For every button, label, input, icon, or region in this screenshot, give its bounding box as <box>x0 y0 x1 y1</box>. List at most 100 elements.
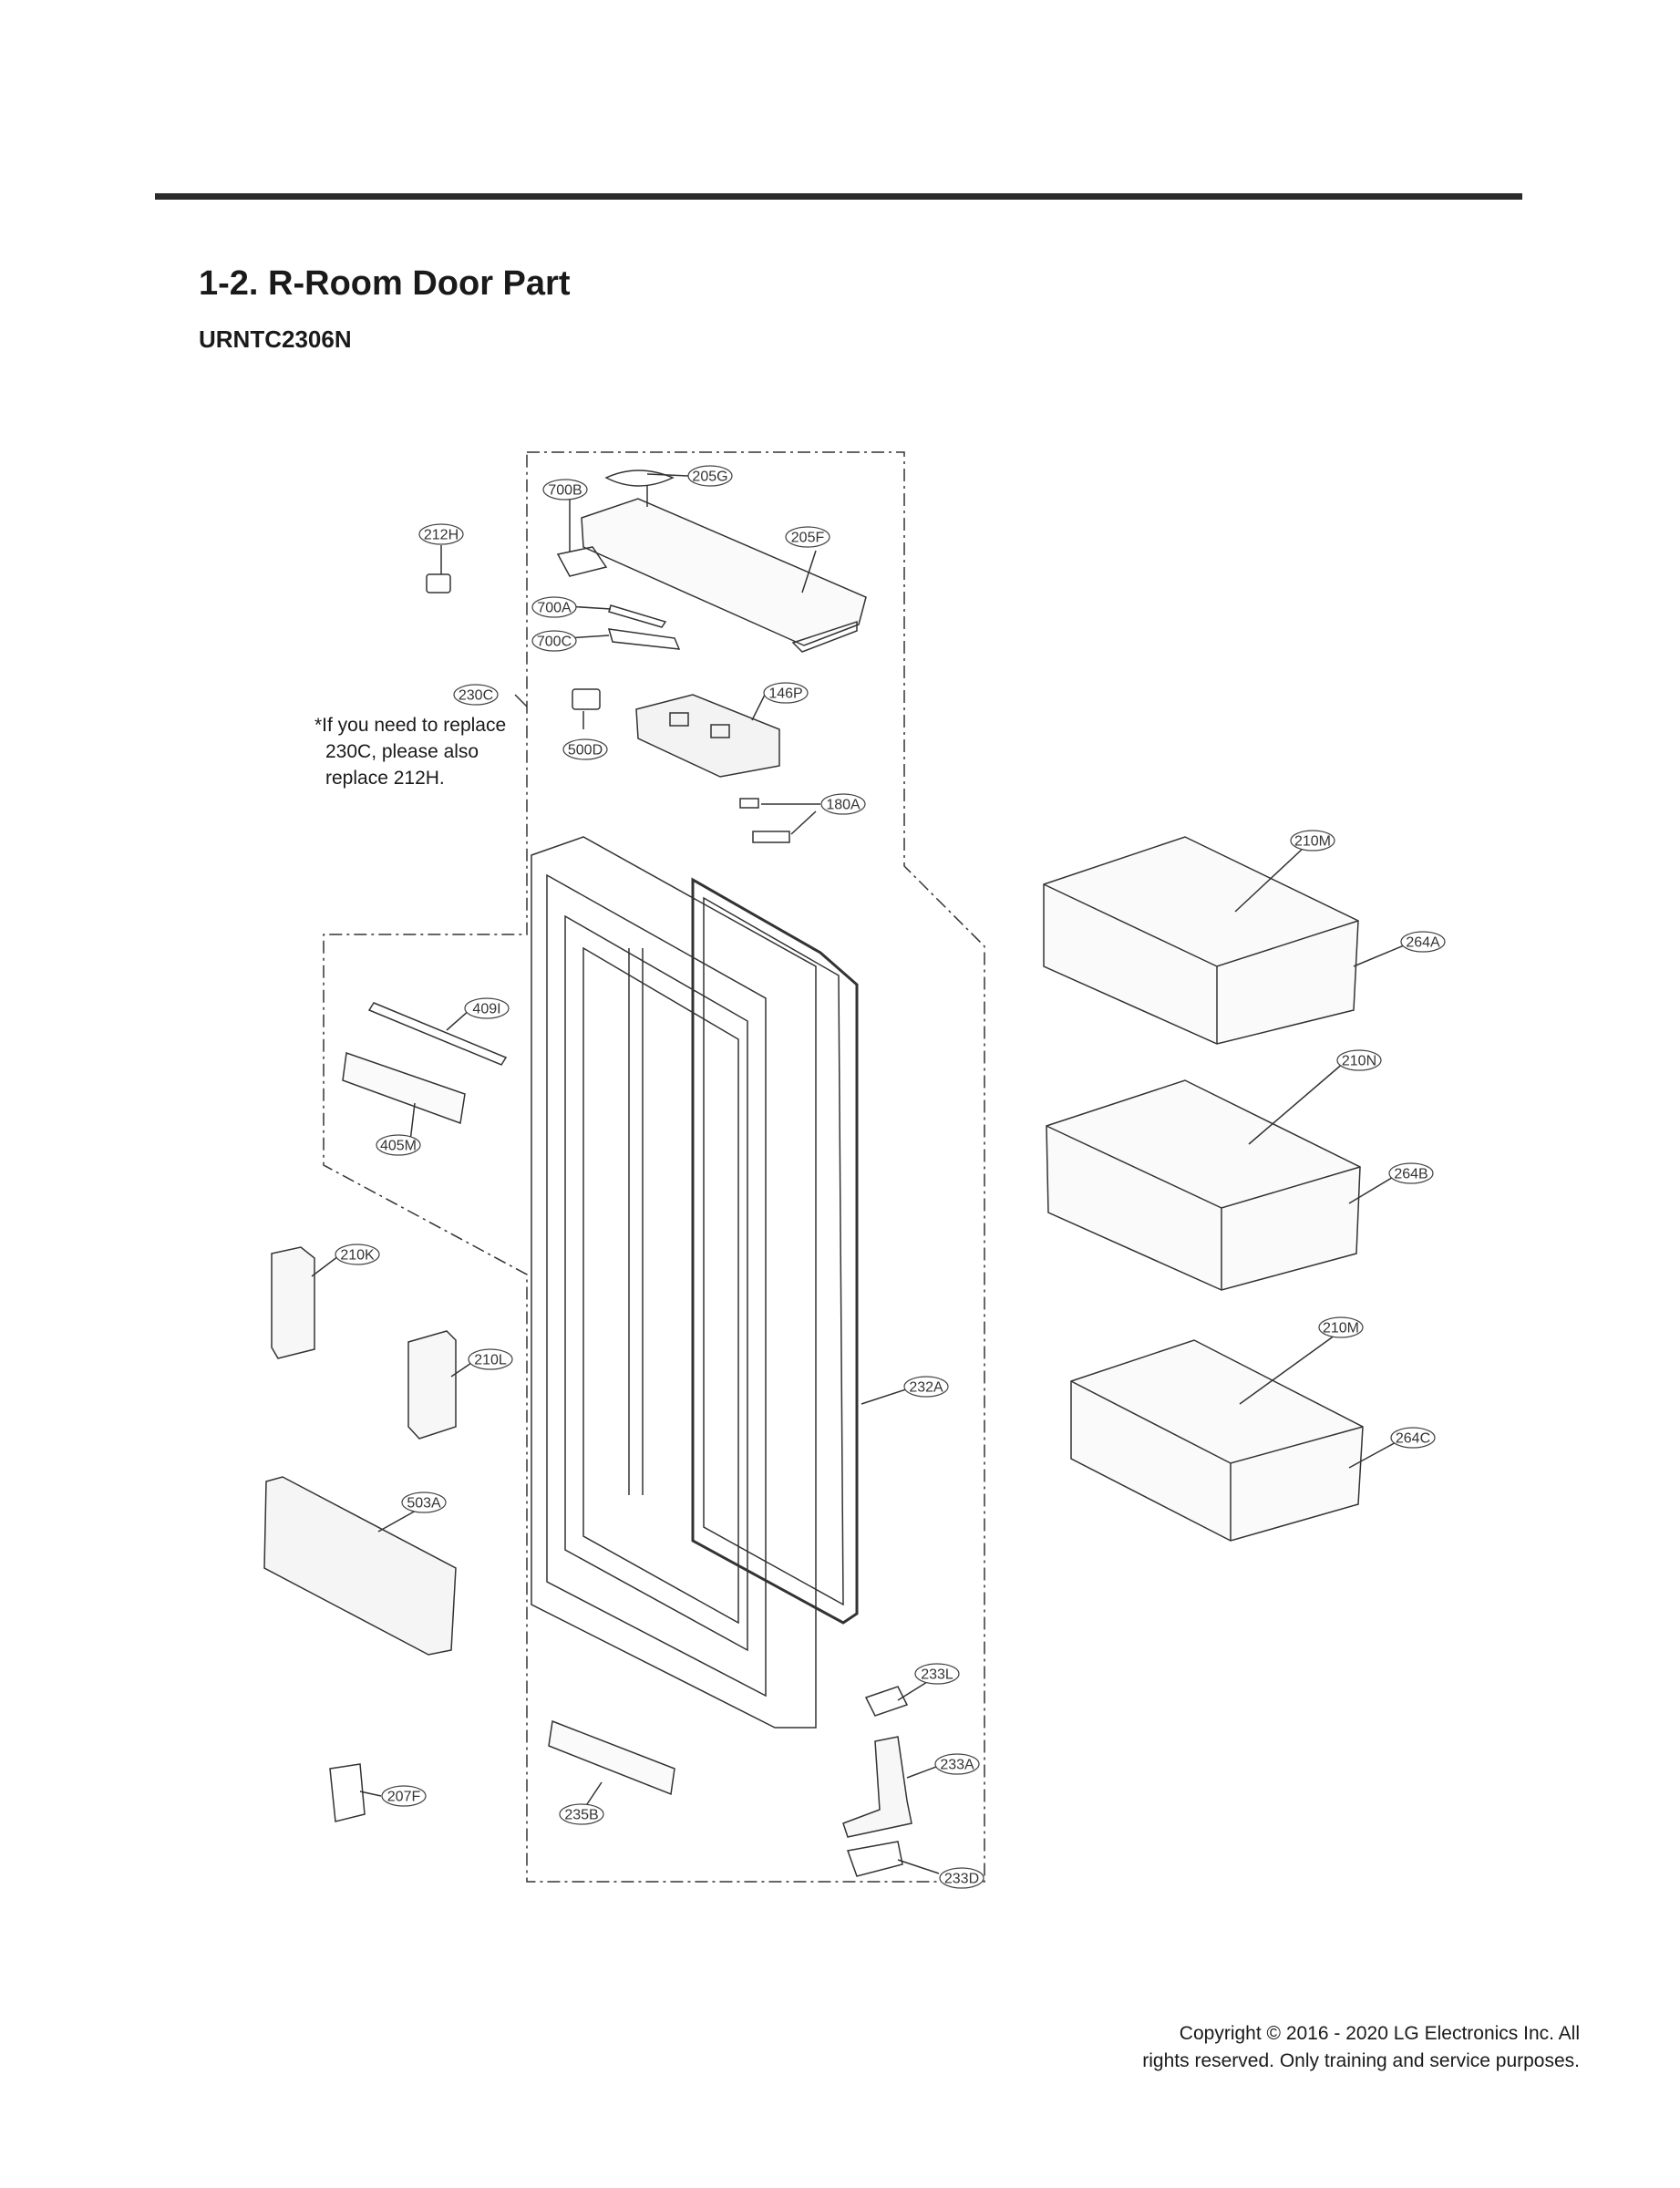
callout-label: 405M <box>380 1139 417 1154</box>
pad-part <box>739 798 759 809</box>
callout-label: 700C <box>537 635 572 650</box>
copyright-line-1: Copyright © 2016 - 2020 LG Electronics I… <box>1179 2023 1580 2044</box>
callout-700a: 700A <box>531 596 577 618</box>
small-cover-part <box>426 573 451 593</box>
callout-label: 264C <box>1396 1431 1430 1447</box>
callout-bubble <box>531 630 577 652</box>
callout-label: 180A <box>826 798 861 813</box>
callout-label: 233L <box>921 1667 953 1683</box>
callout-label: 233A <box>940 1758 974 1773</box>
bracket-c-part <box>607 628 681 650</box>
bracket-f-part <box>329 1763 366 1822</box>
callout-label: 210K <box>340 1248 375 1264</box>
bin-part <box>1070 1339 1364 1542</box>
header-rule <box>155 193 1522 200</box>
callout-700c: 700C <box>531 630 577 652</box>
callout-bubble <box>401 1491 447 1513</box>
callout-500d: 500D <box>562 738 608 760</box>
callout-700b: 700B <box>542 479 588 501</box>
callout-bubble <box>914 1663 960 1685</box>
callout-210k: 210K <box>335 1244 380 1265</box>
door-frame <box>531 836 817 1729</box>
callout-label: 210M <box>1323 1321 1359 1337</box>
pad-part <box>752 831 790 843</box>
callout-210m: 210M <box>1318 1316 1364 1338</box>
callout-bubble <box>687 465 733 487</box>
callout-bubble <box>1390 1427 1436 1449</box>
callout-232a: 232A <box>903 1376 949 1398</box>
callout-264a: 264A <box>1400 931 1446 953</box>
callout-bubble <box>468 1348 513 1370</box>
model-number: URNTC2306N <box>199 325 352 353</box>
hinge-a-part <box>842 1736 912 1838</box>
callout-233l: 233L <box>914 1663 960 1685</box>
replacement-note: *If you need to replace 230C, please als… <box>314 712 524 791</box>
callout-label: 409I <box>472 1002 500 1017</box>
callout-bubble <box>376 1134 421 1156</box>
callout-bubble <box>531 596 577 618</box>
callout-label: 212H <box>424 528 459 543</box>
callout-bubble <box>939 1867 984 1889</box>
copyright-line-2: rights reserved. Only training and servi… <box>1142 2050 1580 2071</box>
callout-bubble <box>562 738 608 760</box>
label-part <box>572 688 601 710</box>
callout-label: 210L <box>474 1353 507 1368</box>
callout-label: 146P <box>768 686 802 702</box>
bin-part <box>1043 836 1359 1045</box>
callout-230c: 230C <box>453 684 499 706</box>
callout-503a: 503A <box>401 1491 447 1513</box>
door-gasket <box>691 877 859 1625</box>
assembly-boundary <box>323 451 985 1883</box>
callout-bubble <box>559 1803 604 1825</box>
trim-b-part <box>548 1719 675 1796</box>
callout-233a: 233A <box>934 1753 980 1775</box>
bracket-part <box>556 546 608 577</box>
callout-label: 500D <box>568 743 603 759</box>
note-line: replace 212H. <box>325 768 445 789</box>
callout-210m: 210M <box>1290 830 1335 851</box>
callout-bubble <box>934 1753 980 1775</box>
callout-205g: 205G <box>687 465 733 487</box>
callout-bubble <box>903 1376 949 1398</box>
callout-layer: 205G 700B 212H 205F 700A 700C 230C 146P 500D 180A… <box>335 465 1446 1889</box>
callout-bubble <box>418 523 464 545</box>
callout-bubble <box>1400 931 1446 953</box>
strip-part <box>608 604 667 628</box>
callout-label: 205F <box>791 531 825 546</box>
callout-label: 700B <box>548 483 582 499</box>
callout-bubble <box>542 479 588 501</box>
callout-210l: 210L <box>468 1348 513 1370</box>
callout-label: 503A <box>407 1496 441 1512</box>
callout-bubble <box>1290 830 1335 851</box>
page-title: 1-2. R-Room Door Part <box>199 264 571 303</box>
rail-part <box>367 1002 508 1066</box>
callout-label: 700A <box>537 601 572 616</box>
callout-bubble <box>820 793 866 815</box>
stopper-part <box>864 1686 909 1717</box>
callout-label: 264B <box>1394 1167 1427 1182</box>
callout-bubble <box>1336 1049 1382 1071</box>
callout-207f: 207F <box>381 1785 427 1807</box>
callout-264b: 264B <box>1388 1162 1434 1184</box>
callout-label: 210M <box>1294 834 1331 850</box>
note-line: *If you need to replace <box>314 715 507 736</box>
callout-label: 230C <box>459 688 493 704</box>
callout-bubble <box>381 1785 427 1807</box>
note-line: 230C, please also <box>325 741 479 762</box>
callout-264c: 264C <box>1390 1427 1436 1449</box>
callout-bubble <box>785 526 830 548</box>
callout-235b: 235B <box>559 1803 604 1825</box>
control-module-part <box>635 694 780 778</box>
drawer-front-part <box>263 1476 457 1656</box>
callout-label: 232A <box>909 1380 943 1396</box>
hinge-d-part <box>846 1841 903 1877</box>
bracket-l-part <box>407 1330 457 1440</box>
callout-label: 210N <box>1342 1054 1376 1069</box>
callout-405m: 405M <box>376 1134 421 1156</box>
callout-212h: 212H <box>418 523 464 545</box>
copyright-notice: Copyright © 2016 - 2020 LG Electronics I… <box>1142 2020 1580 2075</box>
callout-409i: 409I <box>464 997 510 1019</box>
trim-part <box>342 1051 466 1125</box>
callout-210n: 210N <box>1336 1049 1382 1071</box>
